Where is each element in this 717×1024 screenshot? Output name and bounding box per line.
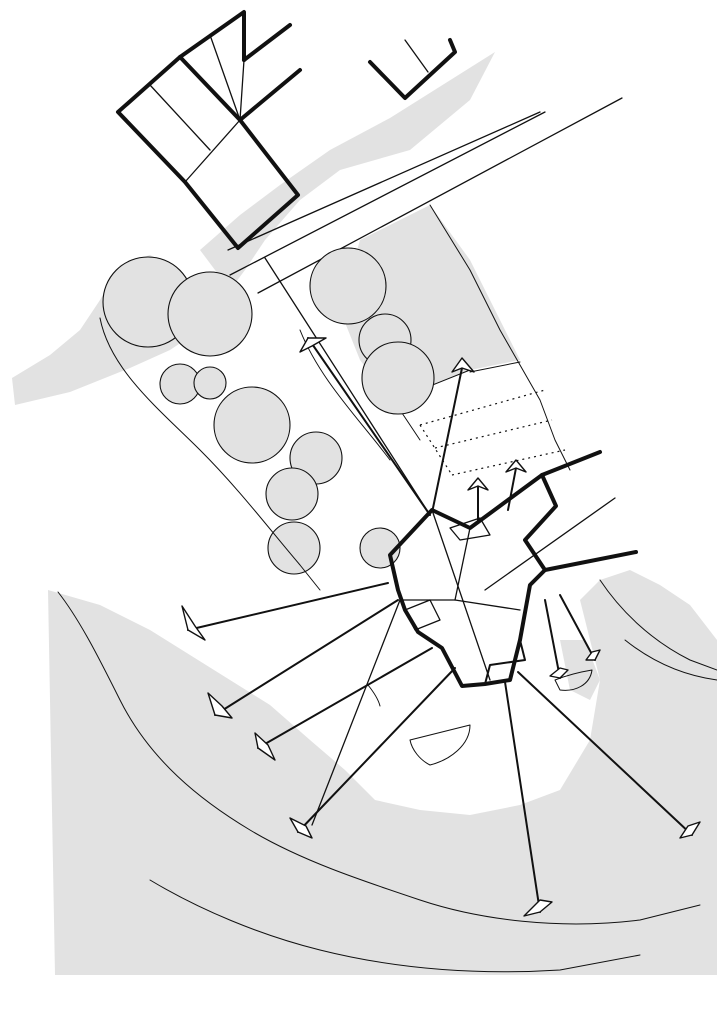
tree-canopy: [213, 386, 291, 464]
neighbour-building-ridge-1: [149, 84, 211, 151]
road-edge-south: [227, 111, 541, 251]
roof-hip-2: [454, 599, 521, 611]
view-arrow-line: [559, 594, 596, 661]
house-porch: [484, 639, 526, 685]
view-arrow-line: [507, 467, 517, 511]
parking-bay-line-2: [434, 419, 553, 449]
neighbour-building-large: [116, 55, 300, 250]
view-arrow-head: [523, 899, 553, 917]
view-arrow-line: [214, 599, 399, 716]
main-house: [388, 450, 638, 688]
shaded-areas: [12, 52, 717, 975]
view-arrow-head: [585, 649, 601, 661]
sightline: [311, 599, 401, 826]
neighbour-building-wing-inner: [209, 34, 245, 121]
view-arrow-head: [467, 477, 489, 491]
view-arrow-head: [451, 357, 475, 373]
view-arrow-line: [432, 367, 463, 509]
house-outline: [388, 473, 558, 688]
parking-bay-edge: [419, 424, 453, 476]
trees-right-group: [299, 247, 435, 569]
view-arrow-head: [679, 821, 701, 839]
neighbour-building-annex: [238, 23, 302, 122]
tree-canopy: [361, 341, 435, 415]
contour-line-2: [149, 879, 641, 973]
house-wing-ridge: [484, 497, 616, 591]
driveway-left: [264, 257, 431, 516]
neighbour-buildings: [116, 10, 457, 250]
tree-canopy: [309, 247, 387, 325]
lower-landscape-shade: [48, 570, 717, 975]
road-edge-north: [257, 97, 623, 294]
neighbour-building-small: [368, 38, 457, 100]
tree-canopy: [265, 467, 319, 521]
plot-boundary-inner: [469, 361, 521, 373]
view-arrow-head: [549, 667, 569, 679]
view-arrow-line: [257, 647, 433, 749]
contours: [57, 579, 717, 973]
parking-bay-line-1: [419, 389, 546, 426]
tree-canopy: [193, 366, 227, 400]
hedge-outline-left: [99, 317, 321, 591]
house-wing-edge-upper: [540, 450, 602, 477]
dormer-2: [404, 599, 441, 631]
tree-canopy: [167, 271, 253, 357]
neighbour-building-ridge-2: [184, 119, 241, 183]
pond-outline-1: [409, 724, 471, 766]
tree-canopy: [267, 521, 321, 575]
main-road-edge-upper: [229, 111, 546, 276]
contour-line-1: [57, 591, 701, 925]
roof-hip-1: [454, 527, 471, 601]
neighbour-building-wing: [178, 10, 246, 62]
dormer-1: [449, 517, 491, 541]
roof-ridge-main: [431, 509, 491, 681]
contour-line-3: [599, 579, 717, 671]
roads: [227, 97, 623, 516]
contour-line-4: [624, 639, 717, 681]
neighbour-building-small-inner: [404, 39, 429, 73]
view-arrow-line: [297, 667, 456, 833]
view-arrow-head: [254, 732, 276, 761]
view-arrow-head: [289, 817, 313, 839]
plot-boundary-right: [429, 204, 571, 471]
view-arrow-head: [181, 605, 206, 641]
house-wing-edge-lower: [543, 550, 638, 572]
view-arrow-line: [544, 599, 561, 679]
view-arrow-head: [299, 337, 327, 353]
view-arrow-line: [504, 681, 541, 913]
view-arrow-line: [187, 582, 389, 631]
view-arrow-head: [207, 692, 233, 719]
pond-outline-2: [367, 684, 381, 707]
parking-bay-line-3: [451, 449, 566, 476]
view-arrow-line: [307, 337, 431, 516]
view-arrows: [181, 337, 701, 917]
road-verge-shade: [200, 52, 495, 290]
view-arrow-head: [505, 459, 527, 473]
pond-outline-3: [554, 669, 593, 691]
view-arrow-line: [517, 671, 693, 836]
trees-left-group: [99, 256, 343, 591]
